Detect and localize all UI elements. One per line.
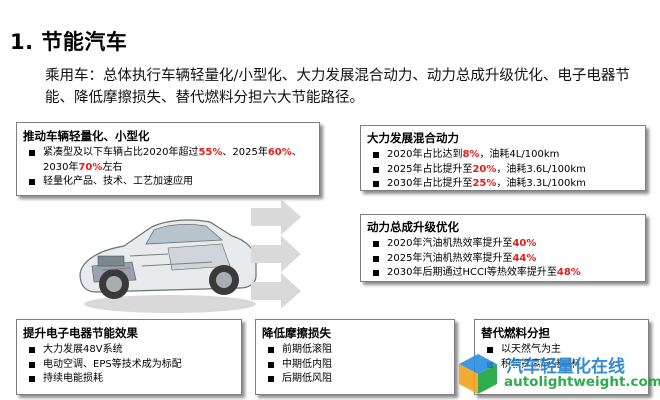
friction-title: 降低摩擦损失 xyxy=(262,326,331,340)
text: 2020年汽油机热效率提升至 xyxy=(387,238,513,249)
highlight-value: 25% xyxy=(472,178,497,189)
list-item: 2025年汽油机热效率提升至44% xyxy=(367,252,639,267)
list-item: 后期低风阻 xyxy=(262,372,448,387)
text: 、2025年 xyxy=(222,147,268,158)
hybrid-box: 大力发展混合动力 2020年占比达到8%，油耗4L/100km 2025年占比提… xyxy=(360,125,646,191)
electronics-box: 提升电子电器节能效果 大力发展48V系统 电动空调、EPS等技术成为标配 持续电… xyxy=(16,319,242,395)
text: 2025年占比提升至 xyxy=(387,163,473,175)
list-item: 中期低内阻 xyxy=(262,358,448,373)
highlight-value: 44% xyxy=(512,252,537,264)
text: ，油耗4L/100km xyxy=(479,149,560,160)
list-item: 2030年占比提升至25%，油耗3.3L/100km xyxy=(367,177,639,192)
list-item: 以天然气为主 xyxy=(481,343,642,358)
list-item: 紧凑型及以下车辆占比2020年超过55%、2025年60%、2030年70%左右 xyxy=(23,146,313,175)
list-item: 大力发展48V系统 xyxy=(23,343,235,358)
list-item: 2020年占比达到8%，油耗4L/100km xyxy=(367,148,639,163)
text: ，油耗3.3L/100km xyxy=(496,178,586,189)
highlight-value: 70% xyxy=(78,161,103,173)
watermark-cn-text: 汽车轻量化在线 xyxy=(506,357,625,377)
text: 2025年汽油机热效率提升至 xyxy=(387,252,513,264)
right-arrow-icon xyxy=(251,236,301,272)
highlight-value: 55% xyxy=(198,147,223,158)
list-item: 2020年汽油机热效率提升至40% xyxy=(367,237,639,252)
page-title: 1. 节能汽车 xyxy=(10,30,128,54)
right-arrow-icon xyxy=(251,199,301,235)
list-item: 轻量化产品、技术、工艺加速应用 xyxy=(23,175,313,190)
highlight-value: 60% xyxy=(267,147,292,158)
text: 左右 xyxy=(102,161,123,173)
powertrain-box: 动力总成升级优化 2020年汽油机热效率提升至40% 2025年汽油机热效率提升… xyxy=(360,214,646,282)
powertrain-list: 2020年汽油机热效率提升至40% 2025年汽油机热效率提升至44% 2030… xyxy=(367,237,639,281)
friction-list: 前期低滚阻 中期低内阻 后期低风阻 xyxy=(262,343,448,387)
text: 2030年占比提升至 xyxy=(387,178,473,189)
list-item: 前期低滚阻 xyxy=(262,343,448,358)
highlight-value: 20% xyxy=(472,163,497,175)
highlight-value: 40% xyxy=(512,238,537,249)
powertrain-title: 动力总成升级优化 xyxy=(367,220,459,234)
cube-logo-icon xyxy=(459,354,497,394)
list-item: 持续电能损耗 xyxy=(23,372,235,387)
text: 、2030年 xyxy=(43,147,302,173)
text: ，油耗3.6L/100km xyxy=(496,163,586,175)
car-cutaway-image xyxy=(79,219,257,313)
watermark-logo: 汽车轻量化在线 autolightweight.com xyxy=(455,352,660,398)
lightweight-title: 推动车辆轻量化、小型化 xyxy=(23,129,150,143)
hybrid-list: 2020年占比达到8%，油耗4L/100km 2025年占比提升至20%，油耗3… xyxy=(367,148,639,192)
highlight-value: 48% xyxy=(556,267,581,278)
page-subtitle: 乘用车：总体执行车辆轻量化/小型化、大力发展混合动力、动力总成升级优化、电子电器… xyxy=(45,68,630,106)
electronics-title: 提升电子电器节能效果 xyxy=(23,326,138,340)
highlight-value: 8% xyxy=(462,149,480,160)
right-arrow-icon xyxy=(251,273,301,309)
hybrid-title: 大力发展混合动力 xyxy=(367,131,459,145)
list-item: 2030年后期通过HCCI等热效率提升至48% xyxy=(367,266,639,281)
lightweight-box: 推动车辆轻量化、小型化 紧凑型及以下车辆占比2020年超过55%、2025年60… xyxy=(16,122,320,196)
friction-box: 降低摩擦损失 前期低滚阻 中期低内阻 后期低风阻 xyxy=(255,319,455,395)
lightweight-list: 紧凑型及以下车辆占比2020年超过55%、2025年60%、2030年70%左右… xyxy=(23,146,313,190)
watermark-url-text: autolightweight.com xyxy=(504,374,660,390)
text: 2020年占比达到 xyxy=(387,149,463,160)
electronics-list: 大力发展48V系统 电动空调、EPS等技术成为标配 持续电能损耗 xyxy=(23,343,235,387)
text: 2030年后期通过HCCI等热效率提升至 xyxy=(387,267,557,278)
list-item: 电动空调、EPS等技术成为标配 xyxy=(23,358,235,373)
list-item: 2025年占比提升至20%，油耗3.6L/100km xyxy=(367,163,639,178)
text: 紧凑型及以下车辆占比2020年超过 xyxy=(43,147,199,158)
fuel-title: 替代燃料分担 xyxy=(481,326,550,340)
